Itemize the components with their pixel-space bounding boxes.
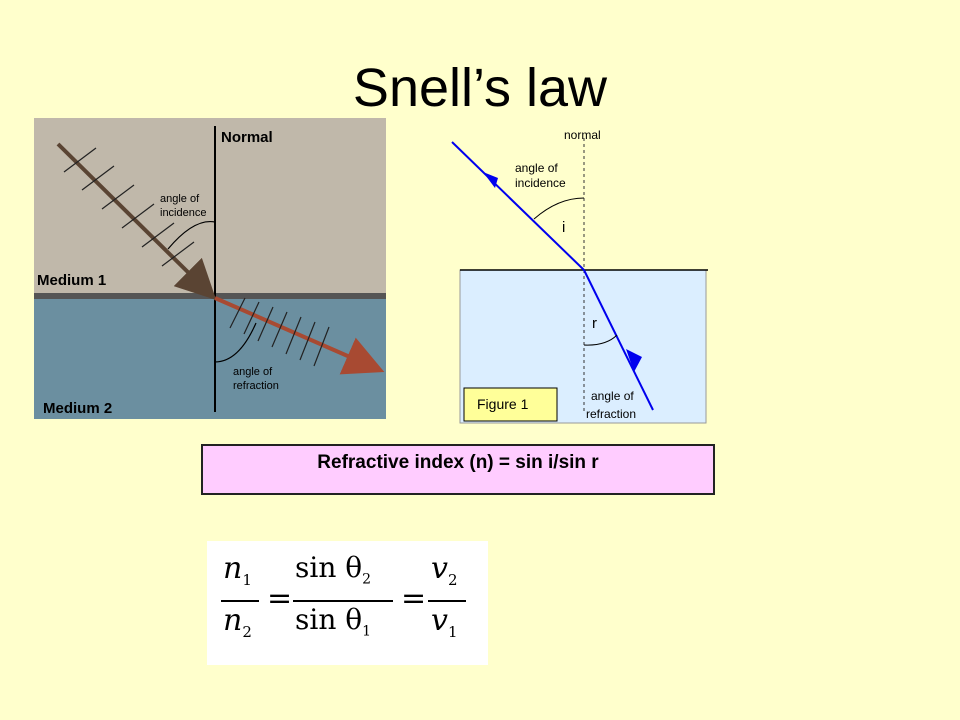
eq-n1: n1	[223, 551, 252, 589]
refracted-ray	[583, 269, 654, 411]
eq-fraction-line-3	[428, 600, 466, 602]
eq-fraction-line-1	[221, 600, 259, 602]
incidence-label-line1: angle of	[160, 193, 200, 205]
medium1-label: Medium 1	[37, 272, 106, 289]
snells-law-equation: n1 n2 = sin θ2 sin θ1 = v2 v1	[207, 541, 488, 665]
eq-v1: v1	[431, 603, 458, 641]
slide-title: Snell’s law	[352, 58, 608, 118]
angle-i-label: i	[562, 219, 565, 236]
refraction-angle-arc	[583, 334, 618, 346]
eq-sin-theta1: sin θ1	[295, 603, 372, 640]
refraction-label-line2: refraction	[233, 380, 279, 392]
eq-v2: v2	[431, 551, 458, 589]
angle-r-label: r	[592, 315, 597, 332]
refracted-arrowhead	[626, 349, 642, 372]
refraction-wavefronts	[229, 297, 330, 367]
incidence-label-line1: angle of	[515, 161, 558, 175]
medium2-region	[34, 296, 386, 419]
eq-equals-2: =	[401, 581, 427, 616]
refraction-diagram-media: Normal Medium 1 Medium 2 angle of incide…	[34, 118, 386, 419]
eq-fraction-line-2	[293, 600, 393, 602]
incidence-label-line2: incidence	[515, 176, 566, 190]
refraction-diagram-water: normal angle of incidence i r angle of r…	[451, 128, 708, 424]
refraction-angle-arc	[214, 322, 257, 363]
incident-arrowhead	[483, 172, 498, 188]
refractive-index-formula: Refractive index (n) = sin i/sin r	[317, 451, 599, 473]
eq-sin-theta2: sin θ2	[295, 551, 372, 588]
figure-label: Figure 1	[477, 396, 529, 412]
incident-ray	[451, 141, 585, 271]
eq-equals-1: =	[267, 581, 293, 616]
incidence-angle-arc	[167, 220, 216, 250]
refractive-index-formula-box: Refractive index (n) = sin i/sin r	[201, 444, 715, 495]
normal-label: normal	[564, 128, 601, 142]
medium1-region	[34, 118, 386, 296]
refraction-label-line1: angle of	[233, 366, 273, 378]
refraction-label-line1: angle of	[591, 389, 634, 403]
boundary-line	[34, 293, 386, 299]
incidence-angle-arc	[533, 197, 585, 220]
eq-n2: n2	[223, 603, 252, 641]
refraction-label-line2: refraction	[586, 407, 636, 421]
incidence-label-line2: incidence	[160, 207, 206, 219]
incident-wavefronts	[63, 147, 195, 267]
medium2-label: Medium 2	[43, 400, 112, 417]
incident-ray	[56, 142, 217, 301]
figure-label-box	[463, 387, 558, 422]
normal-label: Normal	[221, 129, 273, 146]
